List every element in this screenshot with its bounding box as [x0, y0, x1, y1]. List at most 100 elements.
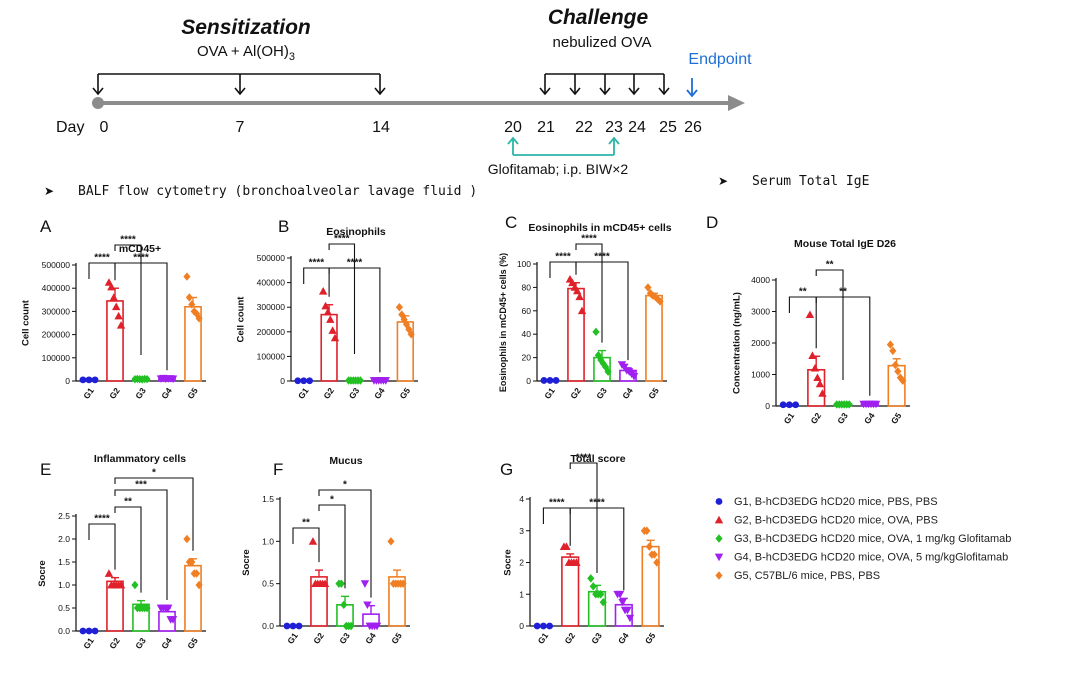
significance-bracket: ** — [293, 518, 319, 563]
legend-label: G5, C57BL/6 mice, PBS, PBS — [734, 570, 880, 582]
significance-line — [319, 505, 345, 588]
data-point-G2 — [808, 351, 816, 359]
y-axis-label: Socre — [502, 549, 513, 575]
panel-letter-A: A — [40, 217, 52, 236]
x-tick-label-G3: G3 — [594, 386, 609, 401]
section-bullet-icon: ➤ — [718, 174, 728, 188]
significance-line — [789, 297, 816, 348]
data-point-G2 — [578, 307, 586, 315]
data-point-G2 — [813, 373, 821, 381]
bar-G2 — [808, 370, 825, 406]
significance-bracket: * — [319, 495, 345, 589]
legend-item-G1: G1, B-hCD3EDG hCD20 mice, PBS, PBS — [716, 496, 938, 508]
data-point-G1 — [547, 377, 554, 384]
data-point-G1 — [780, 401, 787, 408]
data-point-G4 — [626, 615, 634, 623]
legend-marker-G3 — [715, 534, 722, 542]
significance-label: *** — [135, 480, 147, 491]
legend-item-G3: G3, B-hCD3EDG hCD20 mice, OVA, 1 mg/kg G… — [715, 533, 1011, 545]
panel-letter-G: G — [500, 460, 513, 479]
day-label-23: 23 — [605, 119, 623, 136]
data-point-G1 — [553, 377, 560, 384]
x-tick-label-G4: G4 — [620, 386, 635, 401]
significance-line — [89, 263, 115, 280]
data-point-G2 — [331, 334, 339, 342]
significance-label: **** — [589, 498, 605, 509]
day-label: Day — [56, 119, 84, 136]
y-tick-label: 2.0 — [58, 534, 70, 544]
bar-G2 — [107, 301, 123, 381]
significance-label: **** — [120, 235, 136, 246]
section-balf: ➤ BALF flow cytometry (bronchoalveolar l… — [44, 184, 477, 199]
panel-letter-C: C — [505, 213, 517, 232]
day-label-22: 22 — [575, 119, 593, 136]
significance-bracket: **** — [89, 253, 115, 281]
data-point-G1 — [86, 628, 93, 635]
significance-line — [543, 508, 570, 546]
data-point-G3 — [131, 581, 138, 589]
significance-label: **** — [94, 514, 110, 525]
y-tick-label: 80 — [522, 282, 532, 292]
data-point-G2 — [806, 310, 814, 318]
timeline-arrowhead — [728, 95, 745, 111]
y-tick-label: 3 — [519, 526, 524, 536]
data-point-G5 — [646, 542, 653, 550]
x-tick-label-G1: G1 — [81, 636, 96, 651]
significance-bracket: ** — [816, 260, 843, 381]
x-tick-label-G4: G4 — [159, 636, 174, 651]
data-point-G5 — [387, 537, 394, 545]
bar-G5 — [646, 296, 662, 381]
x-tick-label-G2: G2 — [562, 631, 577, 646]
day-label-0: 0 — [100, 119, 109, 136]
endpoint-label: Endpoint — [688, 51, 752, 68]
data-point-G4 — [361, 580, 369, 588]
significance-bracket: **** — [570, 453, 597, 574]
significance-label: **** — [549, 498, 565, 509]
y-axis-label: Socre — [37, 560, 48, 586]
x-tick-label-G1: G1 — [782, 411, 797, 426]
y-tick-label: 2 — [519, 558, 524, 568]
panel-letter-B: B — [278, 217, 289, 236]
data-point-G1 — [540, 623, 547, 630]
significance-label: **** — [594, 252, 610, 263]
y-tick-label: 300000 — [257, 302, 286, 312]
y-tick-label: 1.0 — [58, 580, 70, 590]
significance-label: **** — [581, 234, 597, 245]
x-tick-label-G5: G5 — [643, 631, 658, 646]
data-point-G5 — [396, 303, 403, 311]
data-point-G1 — [92, 628, 99, 635]
section-serum: ➤ Serum Total IgE — [718, 174, 869, 189]
section-serum-label: Serum Total IgE — [752, 174, 869, 189]
day-label-14: 14 — [372, 119, 390, 136]
y-tick-label: 0 — [65, 376, 70, 386]
x-tick-label-G4: G4 — [616, 631, 631, 646]
day-label-21: 21 — [537, 119, 555, 136]
timeline: Sensitization OVA + Al(OH)3 Challenge ne… — [56, 6, 752, 177]
significance-bracket: **** — [550, 252, 576, 279]
data-point-G3 — [592, 328, 599, 336]
data-point-G2 — [105, 569, 113, 577]
panel-letter-E: E — [40, 460, 51, 479]
significance-line — [115, 507, 141, 593]
day-label-24: 24 — [628, 119, 646, 136]
data-point-G1 — [92, 376, 99, 383]
significance-label: ** — [839, 287, 847, 298]
y-tick-label: 2.5 — [58, 511, 70, 521]
legend-item-G4: G4, B-hCD3EDG hCD20 mice, OVA, 5 mg/kgGl… — [715, 552, 1008, 564]
y-axis-label: Eosinophils in mCD45+ cells (%) — [498, 253, 508, 392]
legend-label: G1, B-hCD3EDG hCD20 mice, PBS, PBS — [734, 496, 938, 508]
data-point-G5 — [183, 535, 190, 543]
data-point-G2 — [328, 326, 336, 334]
x-tick-label-G3: G3 — [347, 386, 362, 401]
chart-title: Inflammatory cells — [94, 453, 186, 465]
y-axis-label: Cell count — [20, 299, 31, 346]
x-tick-label-G2: G2 — [568, 386, 583, 401]
significance-label: **** — [555, 252, 571, 263]
significance-label: **** — [133, 253, 149, 264]
